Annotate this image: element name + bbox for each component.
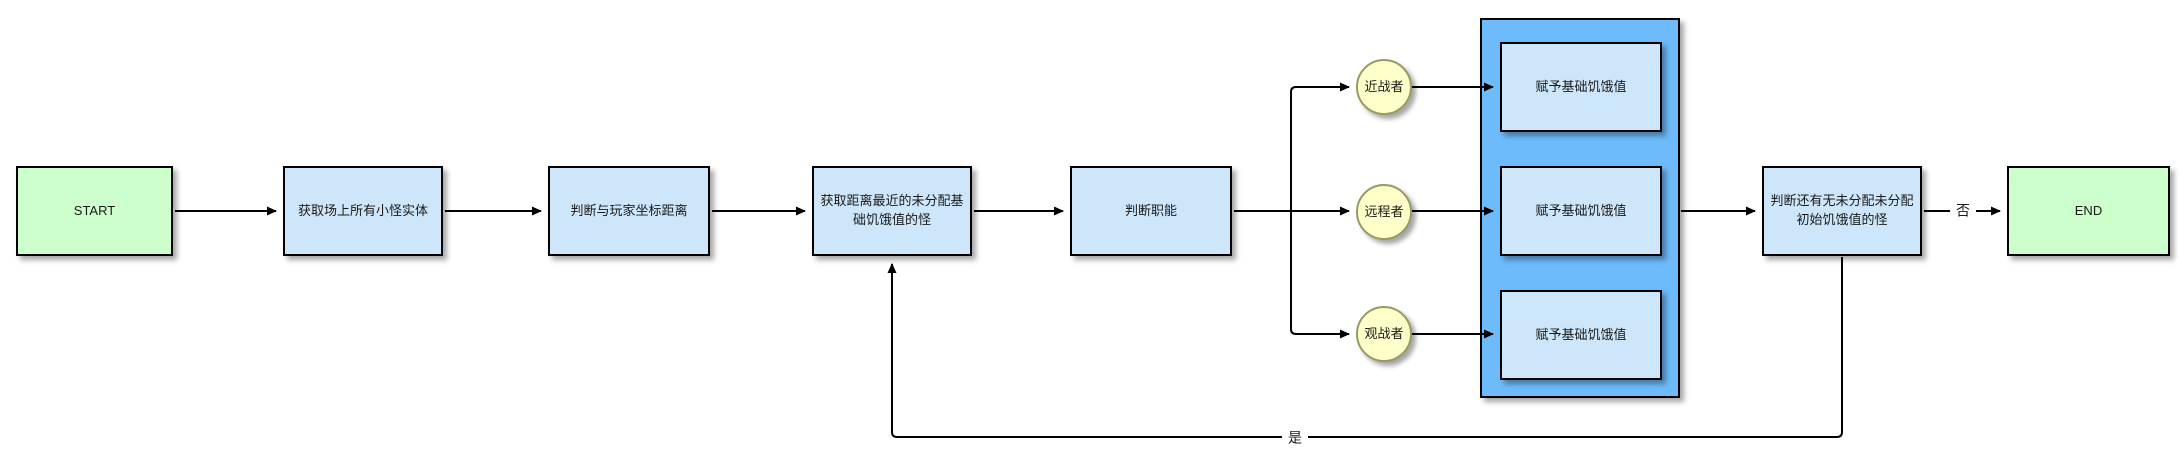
node-judge-distance: 判断与玩家坐标距离	[548, 166, 710, 256]
node-judge-remaining-label: 判断还有无未分配未分配初始饥饿值的怪	[1770, 193, 1914, 227]
edge-branch-to-melee	[1290, 82, 1350, 211]
edge-label-no: 否	[1950, 202, 1976, 220]
node-spectator-label: 观战者	[1364, 325, 1404, 341]
node-ranged: 远程者	[1356, 184, 1412, 240]
node-melee: 近战者	[1356, 59, 1412, 115]
node-assign-ranged-label: 赋予基础饥饿值	[1535, 202, 1627, 218]
node-assign-spectator-label: 赋予基础饥饿值	[1535, 326, 1627, 342]
node-ranged-label: 远程者	[1364, 203, 1404, 219]
node-assign-ranged: 赋予基础饥饿值	[1500, 166, 1662, 256]
node-assign-melee: 赋予基础饥饿值	[1500, 42, 1662, 132]
node-get-monsters-label: 获取场上所有小怪实体	[297, 202, 428, 218]
node-end: END	[2007, 166, 2170, 256]
node-spectator: 观战者	[1356, 306, 1412, 362]
node-judge-role-label: 判断职能	[1124, 202, 1177, 218]
node-judge-distance-label: 判断与玩家坐标距离	[570, 202, 688, 218]
node-melee-label: 近战者	[1364, 78, 1404, 94]
node-assign-spectator: 赋予基础饥饿值	[1500, 290, 1662, 380]
node-get-nearest-label: 获取距离最近的未分配基础饥饿值的怪	[820, 193, 964, 227]
node-start: START	[16, 166, 173, 256]
edge-branch-to-spectator	[1290, 211, 1350, 339]
node-judge-remaining: 判断还有无未分配未分配初始饥饿值的怪	[1762, 166, 1922, 256]
node-judge-role: 判断职能	[1070, 166, 1232, 256]
node-start-label: START	[73, 202, 116, 218]
node-end-label: END	[2074, 202, 2103, 218]
node-get-nearest: 获取距离最近的未分配基础饥饿值的怪	[812, 166, 972, 256]
edge-label-yes: 是	[1282, 429, 1308, 447]
node-assign-melee-label: 赋予基础饥饿值	[1535, 78, 1627, 94]
node-get-monsters: 获取场上所有小怪实体	[283, 166, 443, 256]
